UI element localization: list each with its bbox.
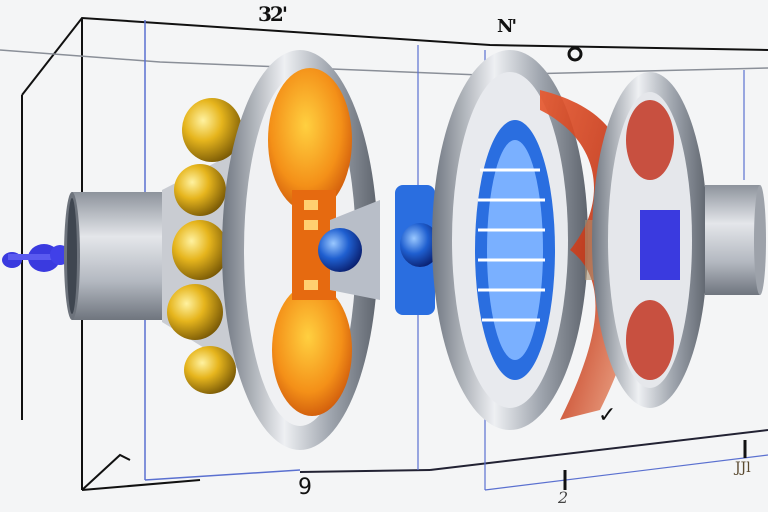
check-mark-icon: ✓ [598, 403, 617, 428]
label-bottom-center: 9 [298, 475, 312, 500]
steel-ring-2 [432, 50, 588, 430]
label-top-middle: N' [497, 16, 517, 37]
label-top-left: 32' [258, 2, 288, 26]
gold-spheres [167, 98, 242, 394]
right-cylinder [705, 185, 766, 295]
label-bottom-tick-2: JJl [735, 460, 751, 476]
ring-marker-icon [567, 46, 583, 62]
steel-ring-3 [592, 72, 708, 408]
blue-emitter [2, 244, 70, 272]
label-bottom-tick-1: 2 [558, 488, 569, 507]
blue-fins [475, 120, 555, 380]
